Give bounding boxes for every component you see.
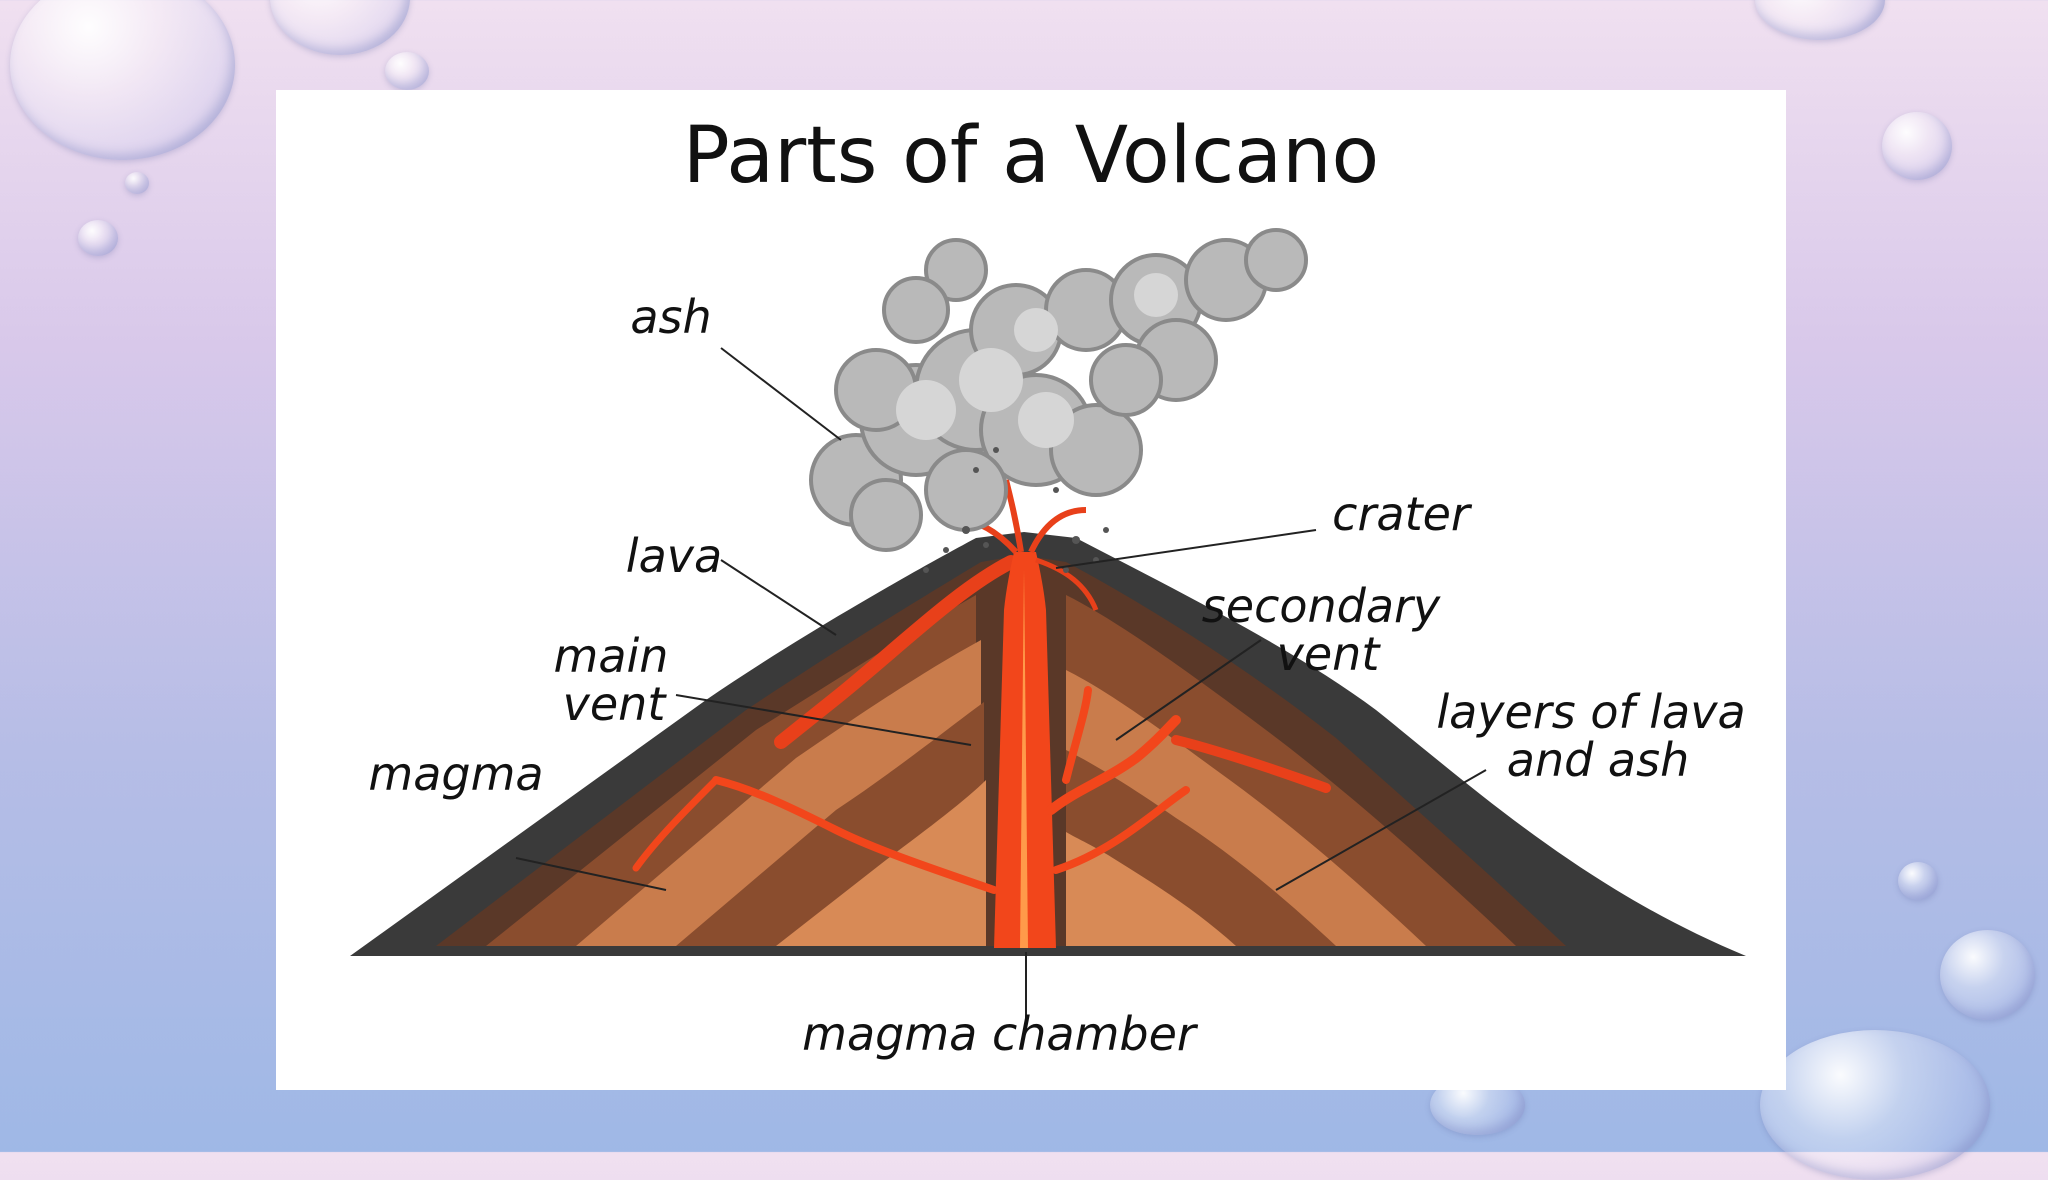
label-lava: lava — [626, 529, 722, 583]
label-layers-line2: and ash — [1507, 733, 1689, 787]
rock-layer — [776, 780, 986, 946]
main-vent-core — [1020, 570, 1028, 948]
label-secondary-vent-line1: secondary — [1202, 579, 1441, 633]
lava-spray — [1035, 557, 1099, 611]
water-bubble — [78, 220, 118, 256]
label-layers-line1: layers of lava — [1436, 685, 1745, 739]
magma-branch — [632, 776, 720, 872]
ash-cloud-highlight — [896, 273, 1178, 448]
volcano-diagram: Parts of a Volcano — [350, 111, 1746, 1061]
water-bubble — [1898, 862, 1938, 900]
water-bubble — [1755, 0, 1885, 40]
secondary-vent-shape — [1046, 715, 1181, 815]
lava-flow — [1171, 735, 1331, 793]
water-bubble — [385, 52, 429, 90]
label-magma-chamber: magma chamber — [802, 1007, 1199, 1061]
label-secondary-vent-line2: vent — [1277, 627, 1382, 681]
label-ash: ash — [630, 290, 711, 344]
label-magma: magma — [368, 747, 543, 801]
magma-branch — [712, 776, 998, 894]
lava-flow — [774, 555, 1018, 749]
water-bubble — [1940, 930, 2035, 1020]
water-bubble — [125, 172, 149, 194]
label-main-vent-line1: main — [554, 629, 669, 683]
water-bubble — [270, 0, 410, 55]
label-main-vent-line2: vent — [563, 677, 668, 731]
rock-layer — [1066, 832, 1236, 946]
water-bubble — [1760, 1030, 1990, 1180]
label-crater: crater — [1332, 487, 1473, 541]
lava-spray — [1028, 507, 1087, 554]
ash-cloud — [809, 228, 1308, 552]
water-bubble — [1882, 112, 1952, 180]
diagram-card: Parts of a Volcano — [276, 90, 1786, 1090]
secondary-vent-shape — [1062, 686, 1092, 784]
diagram-title: Parts of a Volcano — [683, 111, 1380, 201]
leader-lines — [515, 347, 1487, 1030]
ash-particles — [923, 447, 1109, 573]
water-bubble — [10, 0, 235, 160]
secondary-vent-shape — [1052, 786, 1190, 874]
